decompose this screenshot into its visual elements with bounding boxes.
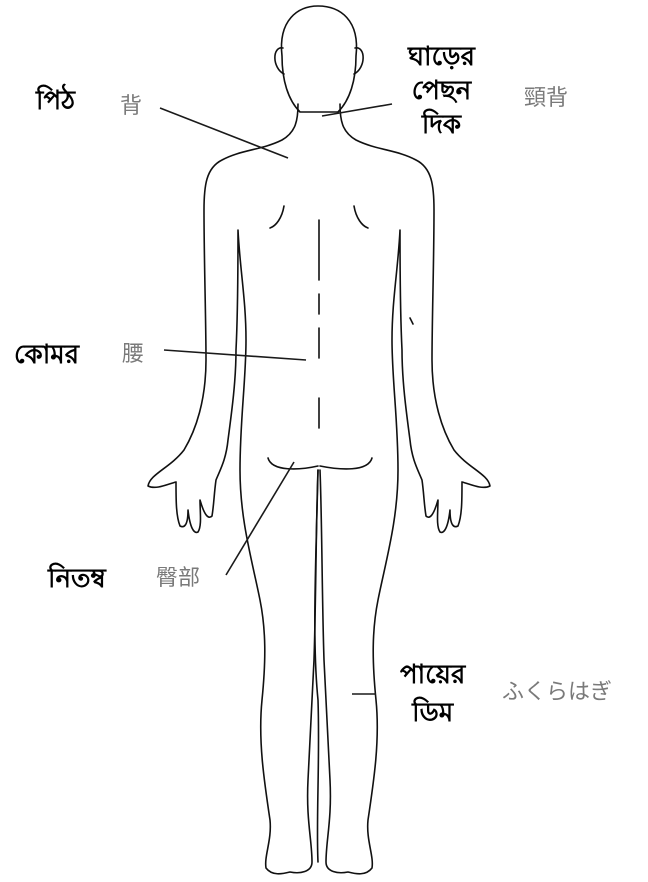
elbow-mark xyxy=(410,318,413,324)
waist-label-japanese: 腰 xyxy=(122,344,144,366)
body-left-outline xyxy=(148,104,318,874)
head-outline xyxy=(281,6,356,112)
calf-label-line-2: ডিম xyxy=(400,694,465,732)
buttocks-label-japanese: 臀部 xyxy=(156,568,200,590)
buttocks-label-bengali: নিতম্ব xyxy=(48,566,106,592)
left-shoulder-blade-mark xyxy=(270,206,284,228)
neck-back-label-japanese: 頸背 xyxy=(524,88,568,110)
waist-leader-line xyxy=(164,350,306,360)
calf-label-japanese: ふくらはぎ xyxy=(502,682,612,704)
calf-label-line-1: পায়ের xyxy=(400,656,465,694)
calf-label-bengali: পায়ের ডিম xyxy=(400,656,465,732)
waist-label-bengali: কোমর xyxy=(14,342,79,368)
leg-inner-lines xyxy=(315,470,319,862)
neck-back-label-line-2: পেছন xyxy=(408,74,475,108)
back-label-japanese: 背 xyxy=(120,96,142,118)
right-shoulder-blade-mark xyxy=(354,206,368,228)
body-right-outline xyxy=(320,104,490,874)
neck-back-label-line-3: দিক xyxy=(408,108,475,142)
back-leader-line xyxy=(160,108,288,158)
buttocks-leader-line xyxy=(226,462,294,575)
neck-back-label-bengali: ঘাড়ের পেছন দিক xyxy=(408,40,475,142)
back-label-bengali: পিঠ xyxy=(36,88,75,114)
leader-lines xyxy=(160,104,392,694)
neck-back-label-line-1: ঘাড়ের xyxy=(408,40,475,74)
neck-back-leader-line xyxy=(322,104,392,116)
right-buttock-curve xyxy=(320,458,372,469)
